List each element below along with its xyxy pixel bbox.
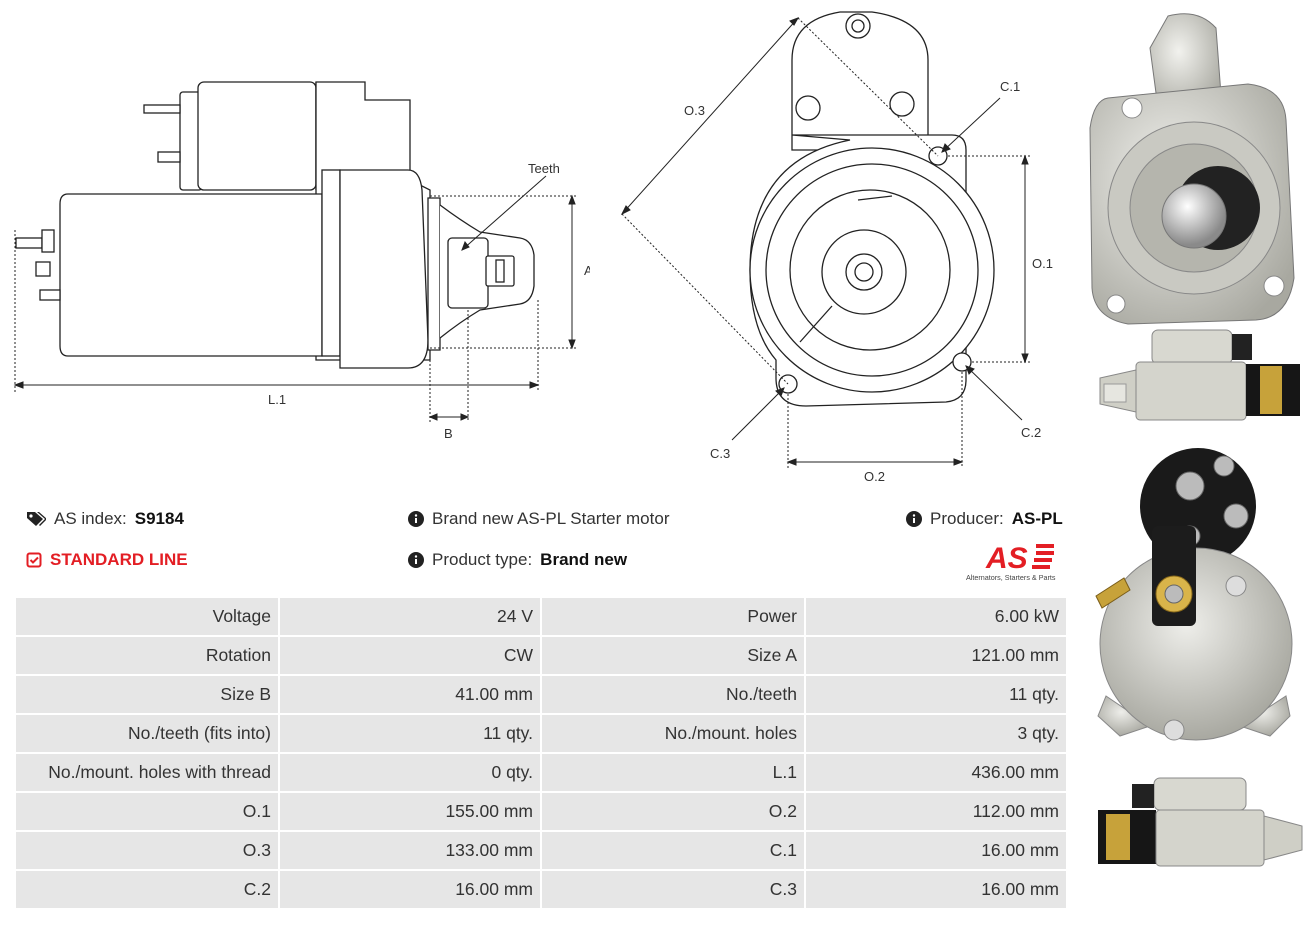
spec-label: Power [542, 598, 804, 635]
spec-value: 11 qty. [806, 676, 1066, 713]
spec-label: O.2 [542, 793, 804, 830]
spec-value: CW [280, 637, 540, 674]
teeth-label: Teeth [528, 161, 560, 176]
side-view-drawing: Teeth A L.1 B [10, 70, 590, 450]
product-photo-side-1 [1092, 326, 1306, 434]
spec-label: C.3 [542, 871, 804, 908]
dim-o2-label: O.2 [864, 469, 885, 484]
logo-tagline: Alternators, Starters & Parts [966, 573, 1056, 582]
logo-text: AS [985, 542, 1028, 575]
as-index: AS index: S9184 [26, 509, 184, 529]
spec-value: 16.00 mm [280, 871, 540, 908]
spec-value: 436.00 mm [806, 754, 1066, 791]
product-type: Product type: Brand new [408, 550, 627, 570]
spec-label: L.1 [542, 754, 804, 791]
spec-row: No./teeth (fits into)11 qty.No./mount. h… [16, 715, 1066, 752]
producer: Producer: AS-PL [906, 509, 1063, 529]
spec-label: No./teeth (fits into) [16, 715, 278, 752]
dim-l1-label: L.1 [268, 392, 286, 407]
product-photo-front [1088, 8, 1300, 326]
spec-label: Rotation [16, 637, 278, 674]
spec-value: 133.00 mm [280, 832, 540, 869]
spec-label: C.1 [542, 832, 804, 869]
as-index-value: S9184 [134, 509, 184, 528]
product-photo-rear [1090, 446, 1300, 758]
info-icon [906, 511, 922, 527]
dim-c1-label: C.1 [1000, 79, 1020, 94]
spec-value: 16.00 mm [806, 832, 1066, 869]
spec-label: Size B [16, 676, 278, 713]
producer-value: AS-PL [1011, 509, 1063, 528]
spec-label: No./mount. holes [542, 715, 804, 752]
spec-value: 112.00 mm [806, 793, 1066, 830]
spec-label: No./mount. holes with thread [16, 754, 278, 791]
product-photo-side-2 [1092, 776, 1310, 872]
spec-value: 24 V [280, 598, 540, 635]
as-pl-logo: AS Alternators, Starters & Parts [964, 538, 1068, 582]
product-type-value: Brand new [540, 550, 628, 569]
description-text: Brand new AS-PL Starter motor [432, 509, 670, 528]
spec-value: 16.00 mm [806, 871, 1066, 908]
spec-label: Size A [542, 637, 804, 674]
spec-value: 3 qty. [806, 715, 1066, 752]
dim-c2-label: C.2 [1021, 425, 1041, 440]
standard-line-text: STANDARD LINE [50, 550, 188, 569]
spec-value: 11 qty. [280, 715, 540, 752]
spec-value: 121.00 mm [806, 637, 1066, 674]
product-description: Brand new AS-PL Starter motor [408, 509, 669, 529]
spec-value: 155.00 mm [280, 793, 540, 830]
front-view-drawing: O.3 C.1 O.1 C.2 C.3 O.2 [600, 0, 1070, 490]
dim-o1-label: O.1 [1032, 256, 1053, 271]
info-icon [408, 511, 424, 527]
product-type-label: Product type: [432, 550, 533, 569]
spec-label: Voltage [16, 598, 278, 635]
as-index-label: AS index: [54, 509, 127, 528]
spec-value: 41.00 mm [280, 676, 540, 713]
tags-icon [27, 512, 46, 526]
check-square-icon [26, 552, 42, 568]
spec-label: C.2 [16, 871, 278, 908]
info-icon [408, 552, 424, 568]
spec-label: No./teeth [542, 676, 804, 713]
spec-value: 6.00 kW [806, 598, 1066, 635]
spec-value: 0 qty. [280, 754, 540, 791]
dim-c3-label: C.3 [710, 446, 730, 461]
producer-label: Producer: [930, 509, 1004, 528]
dim-a-label: A [584, 263, 590, 278]
spec-label: O.3 [16, 832, 278, 869]
spec-label: O.1 [16, 793, 278, 830]
dim-o3-label: O.3 [684, 103, 705, 118]
standard-line-badge: STANDARD LINE [26, 550, 188, 570]
dim-b-label: B [444, 426, 453, 441]
